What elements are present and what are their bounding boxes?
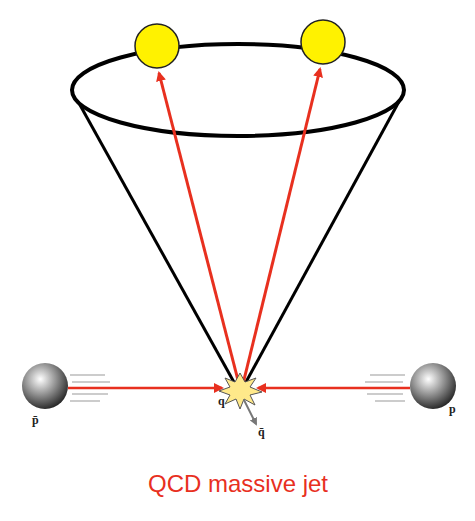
particle-arrow	[242, 69, 320, 388]
cone-line	[240, 96, 402, 393]
cone-line	[75, 96, 240, 393]
collision-burst	[219, 373, 262, 409]
antiproton-ball	[22, 363, 68, 409]
antiquark-arrow	[244, 400, 256, 424]
caption: QCD massive jet	[148, 472, 328, 496]
jet-ellipse	[72, 44, 404, 136]
beam-arrow	[258, 387, 410, 390]
beam-arrow	[68, 387, 222, 390]
particle-arrow	[159, 73, 240, 388]
particle-label: q̄	[258, 426, 265, 438]
particle	[301, 20, 345, 64]
particle-label: p̄	[32, 414, 39, 426]
particle-label: q	[218, 395, 225, 407]
particle-label: p	[449, 403, 456, 415]
particle	[135, 24, 179, 68]
